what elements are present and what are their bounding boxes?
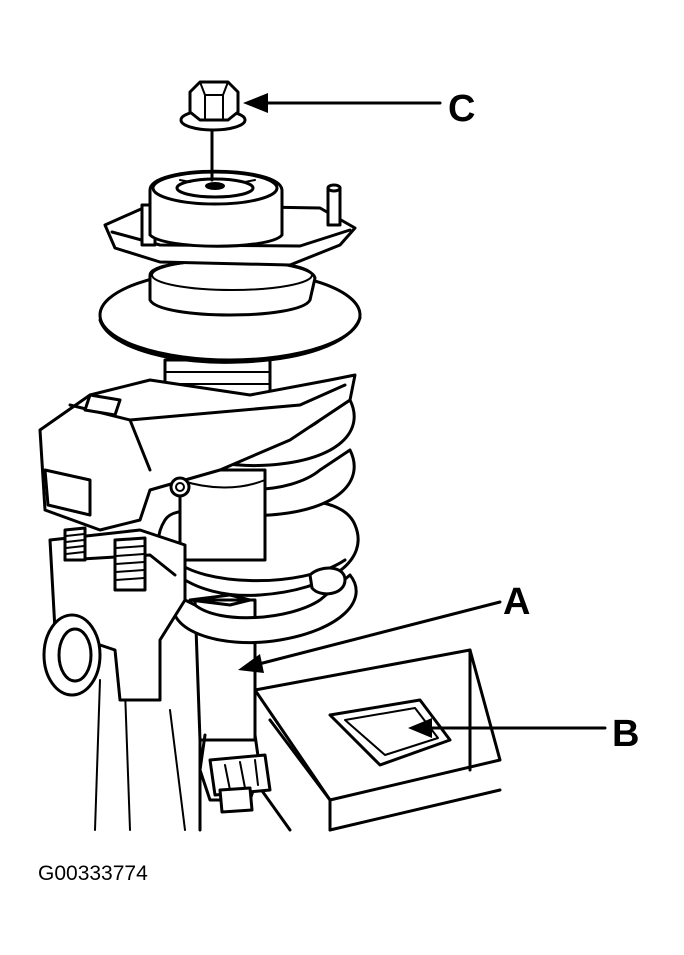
arrow-a (238, 600, 502, 673)
strut-mount (103, 169, 357, 267)
callout-c-label: C (448, 88, 475, 130)
strut-shaft-and-nut (179, 80, 247, 182)
arrow-c (243, 93, 442, 113)
lower-frame-rails (94, 648, 502, 832)
spring-compressor-tool (38, 373, 357, 702)
upper-spring-seat (98, 258, 362, 364)
arrow-b (408, 718, 607, 738)
callout-a-label: A (503, 581, 530, 623)
callout-b-label: B (612, 713, 639, 755)
figure-id: G00333774 (38, 862, 148, 885)
callout-arrows (238, 93, 607, 738)
